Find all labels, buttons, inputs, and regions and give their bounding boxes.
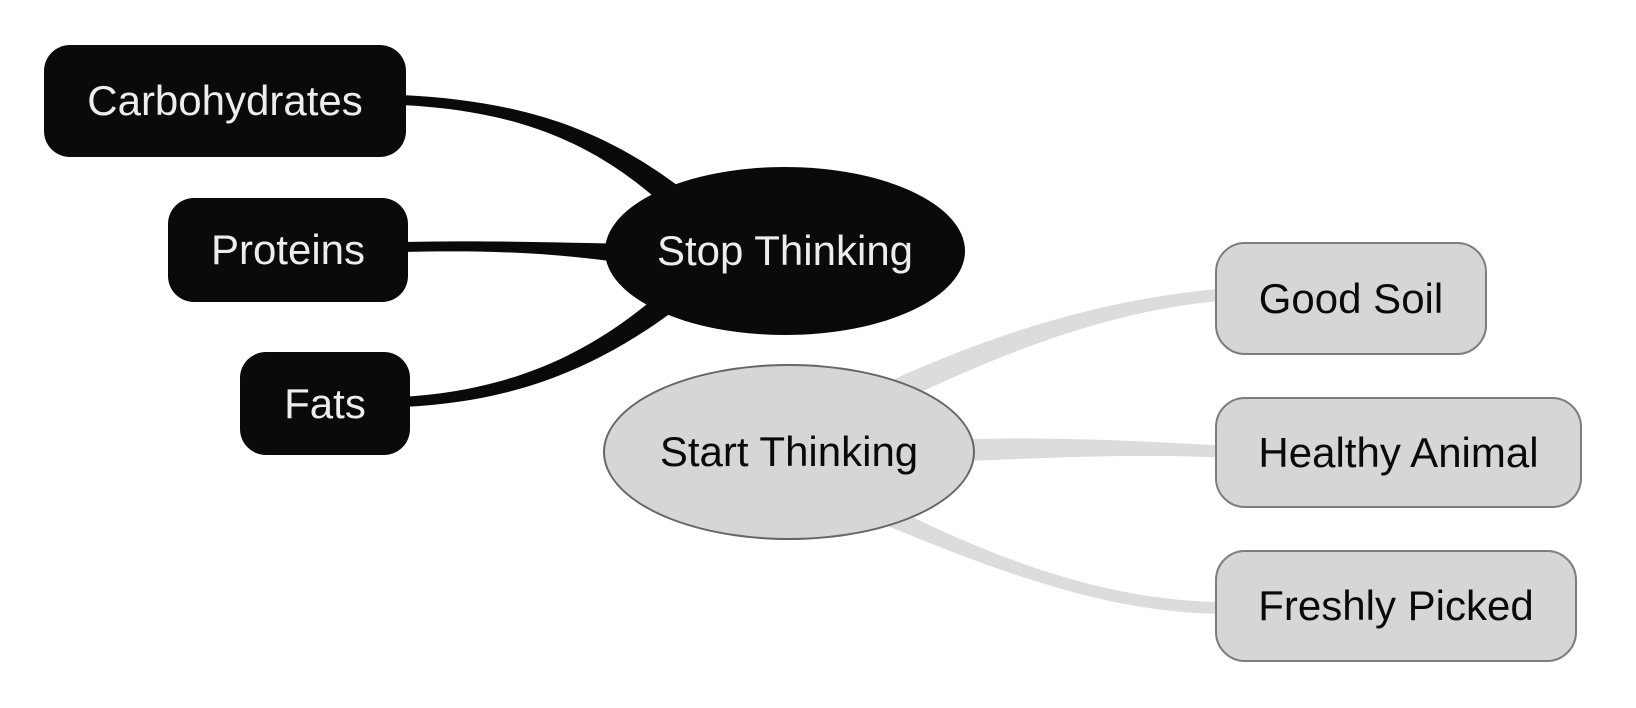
hub-start-thinking-label: Start Thinking [659, 428, 919, 475]
hub-start-thinking[interactable]: Start Thinking [603, 364, 975, 540]
node-proteins[interactable]: Proteins [168, 198, 408, 302]
hub-stop-thinking[interactable]: Stop Thinking [605, 167, 965, 335]
node-carbohydrates[interactable]: Carbohydrates [44, 45, 406, 157]
node-freshly-picked[interactable]: Freshly Picked [1215, 550, 1577, 662]
node-healthy-animal-label: Healthy Animal [1258, 428, 1539, 476]
node-fats[interactable]: Fats [240, 352, 410, 455]
node-fats-label: Fats [284, 379, 366, 427]
edge-stop-to-proteins [402, 241, 645, 266]
node-carbohydrates-label: Carbohydrates [87, 77, 363, 124]
edge-start-to-good-soil [879, 288, 1229, 406]
node-good-soil[interactable]: Good Soil [1215, 242, 1487, 355]
node-freshly-picked-label: Freshly Picked [1258, 582, 1534, 629]
node-healthy-animal[interactable]: Healthy Animal [1215, 397, 1582, 508]
node-good-soil-label: Good Soil [1258, 274, 1444, 322]
node-proteins-label: Proteins [210, 226, 366, 273]
edge-start-to-freshly-picked [868, 498, 1228, 614]
edge-start-to-healthy-animal [940, 438, 1228, 462]
hub-stop-thinking-label: Stop Thinking [656, 227, 914, 274]
